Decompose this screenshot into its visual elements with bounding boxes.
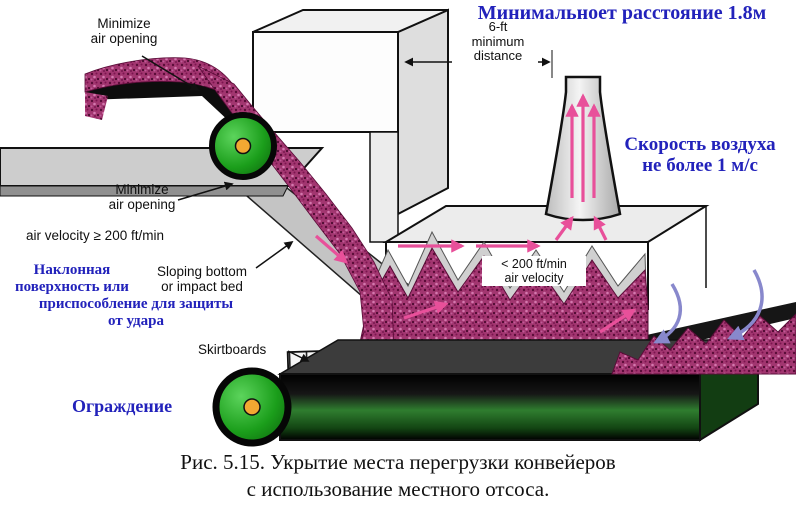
transfer-chamber <box>382 205 710 353</box>
min-distance-label-ru: Минимальноет расстояние 1.8м <box>477 2 767 24</box>
minimize-air-opening-left-label: Minimize air opening <box>108 182 176 213</box>
duct-velocity-label: < 200 ft/min air velocity <box>482 256 586 286</box>
head-pulley <box>209 112 277 180</box>
minimize-air-opening-top-label: Minimize air opening <box>90 16 158 47</box>
material-pile-right <box>611 313 796 375</box>
hood-enclosure <box>252 8 449 243</box>
guard-label-ru: Ограждение <box>72 396 173 416</box>
sloping-bottom-label: Sloping bottom or impact bed <box>156 264 248 295</box>
six-ft-distance-label: 6-ft minimum distance <box>471 19 525 64</box>
airflow-arrows-pink <box>314 93 637 334</box>
air-speed-label-ru: Скорость воздуха не более 1 м/с <box>624 134 776 177</box>
figure-caption-line1: Рис. 5.15. Укрытие места перегрузки конв… <box>180 450 616 474</box>
air-velocity-label: air velocity ≥ 200 ft/min <box>26 228 164 243</box>
pulley-hub <box>234 137 252 155</box>
figure-caption-line2: с использование местного отсоса. <box>246 477 550 501</box>
material-spill <box>85 92 108 120</box>
drum-hub <box>243 398 261 416</box>
skirtboards-label: Skirtboards <box>198 342 267 357</box>
slope-label-ru-top: Наклонная поверхность или <box>15 262 129 295</box>
dimension-arrows <box>404 50 553 78</box>
slope-label-ru-bottom: приспособление для защиты от удара <box>38 296 234 329</box>
induced-air-arrows-blue <box>653 269 764 344</box>
label-leader-lines <box>141 55 310 362</box>
